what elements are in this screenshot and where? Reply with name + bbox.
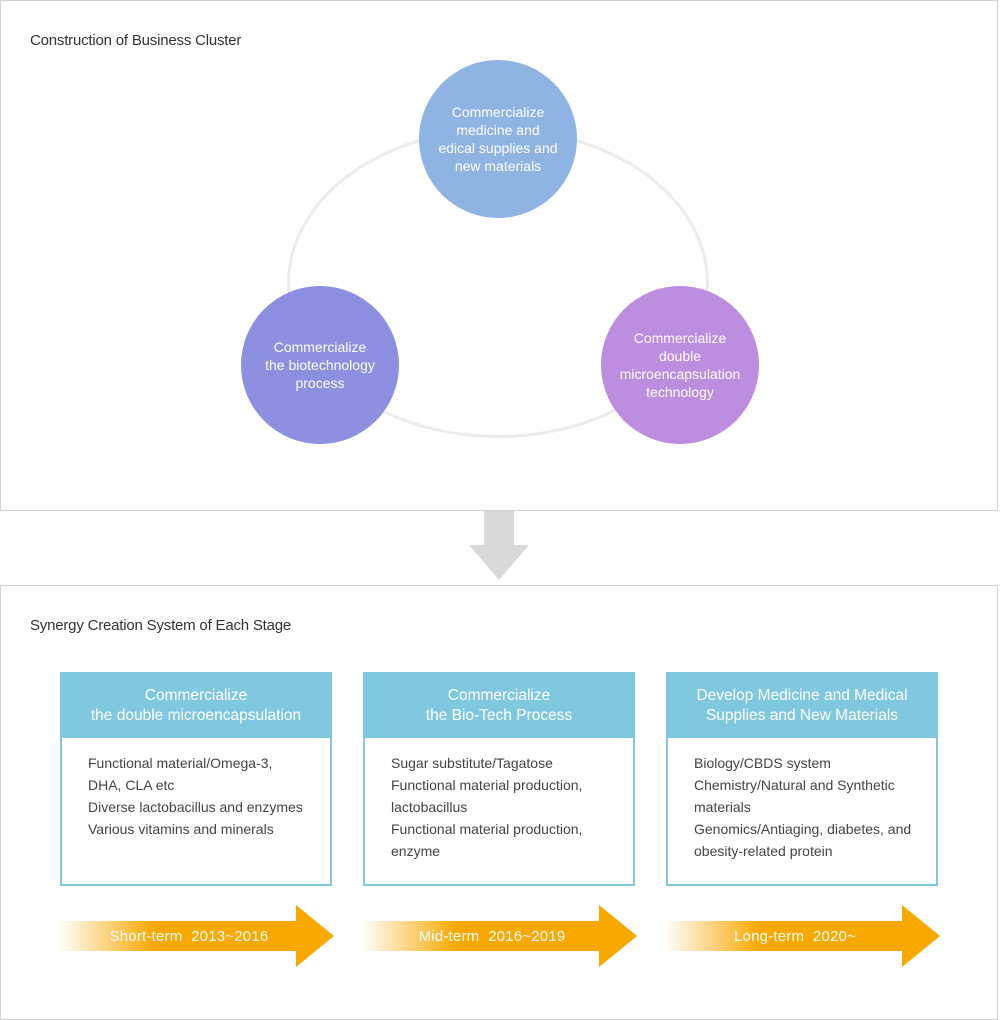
term-label: Long-term 2020~: [733, 927, 857, 945]
node-medicine-materials: Commercialize medicine and edical suppli…: [419, 60, 577, 218]
stage-item: Chemistry/Natural and Synthetic material…: [694, 777, 895, 815]
stage-card-mid-term: Commercialize the Bio-Tech Process Sugar…: [363, 672, 635, 886]
stage-item: Genomics/Antiaging, diabetes, and obesit…: [694, 821, 912, 859]
node-microencapsulation-label: Commercialize double microencapsulation …: [619, 330, 741, 400]
node-microencapsulation: Commercialize double microencapsulation …: [601, 286, 759, 444]
stage-items: Sugar substitute/Tagatose Functional mat…: [365, 738, 633, 862]
node-biotechnology-process: Commercialize the biotechnology process: [241, 286, 399, 444]
term-label: Mid-term 2016~2019: [418, 927, 566, 945]
stage-items: Functional material/Omega-3, DHA, CLA et…: [62, 738, 330, 840]
down-arrow-icon: [469, 511, 529, 580]
arrow-right-icon: [58, 905, 334, 967]
stage-header: Commercialize the Bio-Tech Process: [365, 674, 633, 738]
short-term-arrow: Short-term 2013~2016: [58, 904, 334, 968]
stage-item: Functional material production, enzyme: [391, 821, 583, 859]
stage-item: Diverse lactobacillus and enzymes: [88, 799, 303, 815]
cluster-title: Construction of Business Cluster: [30, 32, 242, 49]
stage-items: Biology/CBDS system Chemistry/Natural an…: [668, 738, 936, 862]
stage-item: Functional material/Omega-3, DHA, CLA et…: [88, 755, 273, 793]
stage-item: Biology/CBDS system: [694, 755, 831, 771]
mid-term-arrow: Mid-term 2016~2019: [361, 904, 637, 968]
term-label: Short-term 2013~2016: [109, 927, 269, 945]
stage-item: Various vitamins and minerals: [88, 821, 274, 837]
stage-header: Develop Medicine and Medical Supplies an…: [668, 674, 936, 738]
long-term-arrow: Long-term 2020~: [664, 904, 940, 968]
arrow-right-icon: [664, 905, 940, 967]
stage-header: Commercialize the double microencapsulat…: [62, 674, 330, 738]
stage-item: Functional material production, lactobac…: [391, 777, 583, 815]
stage-card-short-term: Commercialize the double microencapsulat…: [60, 672, 332, 886]
stage-card-long-term: Develop Medicine and Medical Supplies an…: [666, 672, 938, 886]
stage-item: Sugar substitute/Tagatose: [391, 755, 553, 771]
arrow-right-icon: [361, 905, 637, 967]
node-biotechnology-process-label: Commercialize the biotechnology process: [265, 339, 375, 391]
node-medicine-materials-label: Commercialize medicine and edical suppli…: [438, 104, 558, 174]
synergy-title: Synergy Creation System of Each Stage: [30, 617, 292, 634]
